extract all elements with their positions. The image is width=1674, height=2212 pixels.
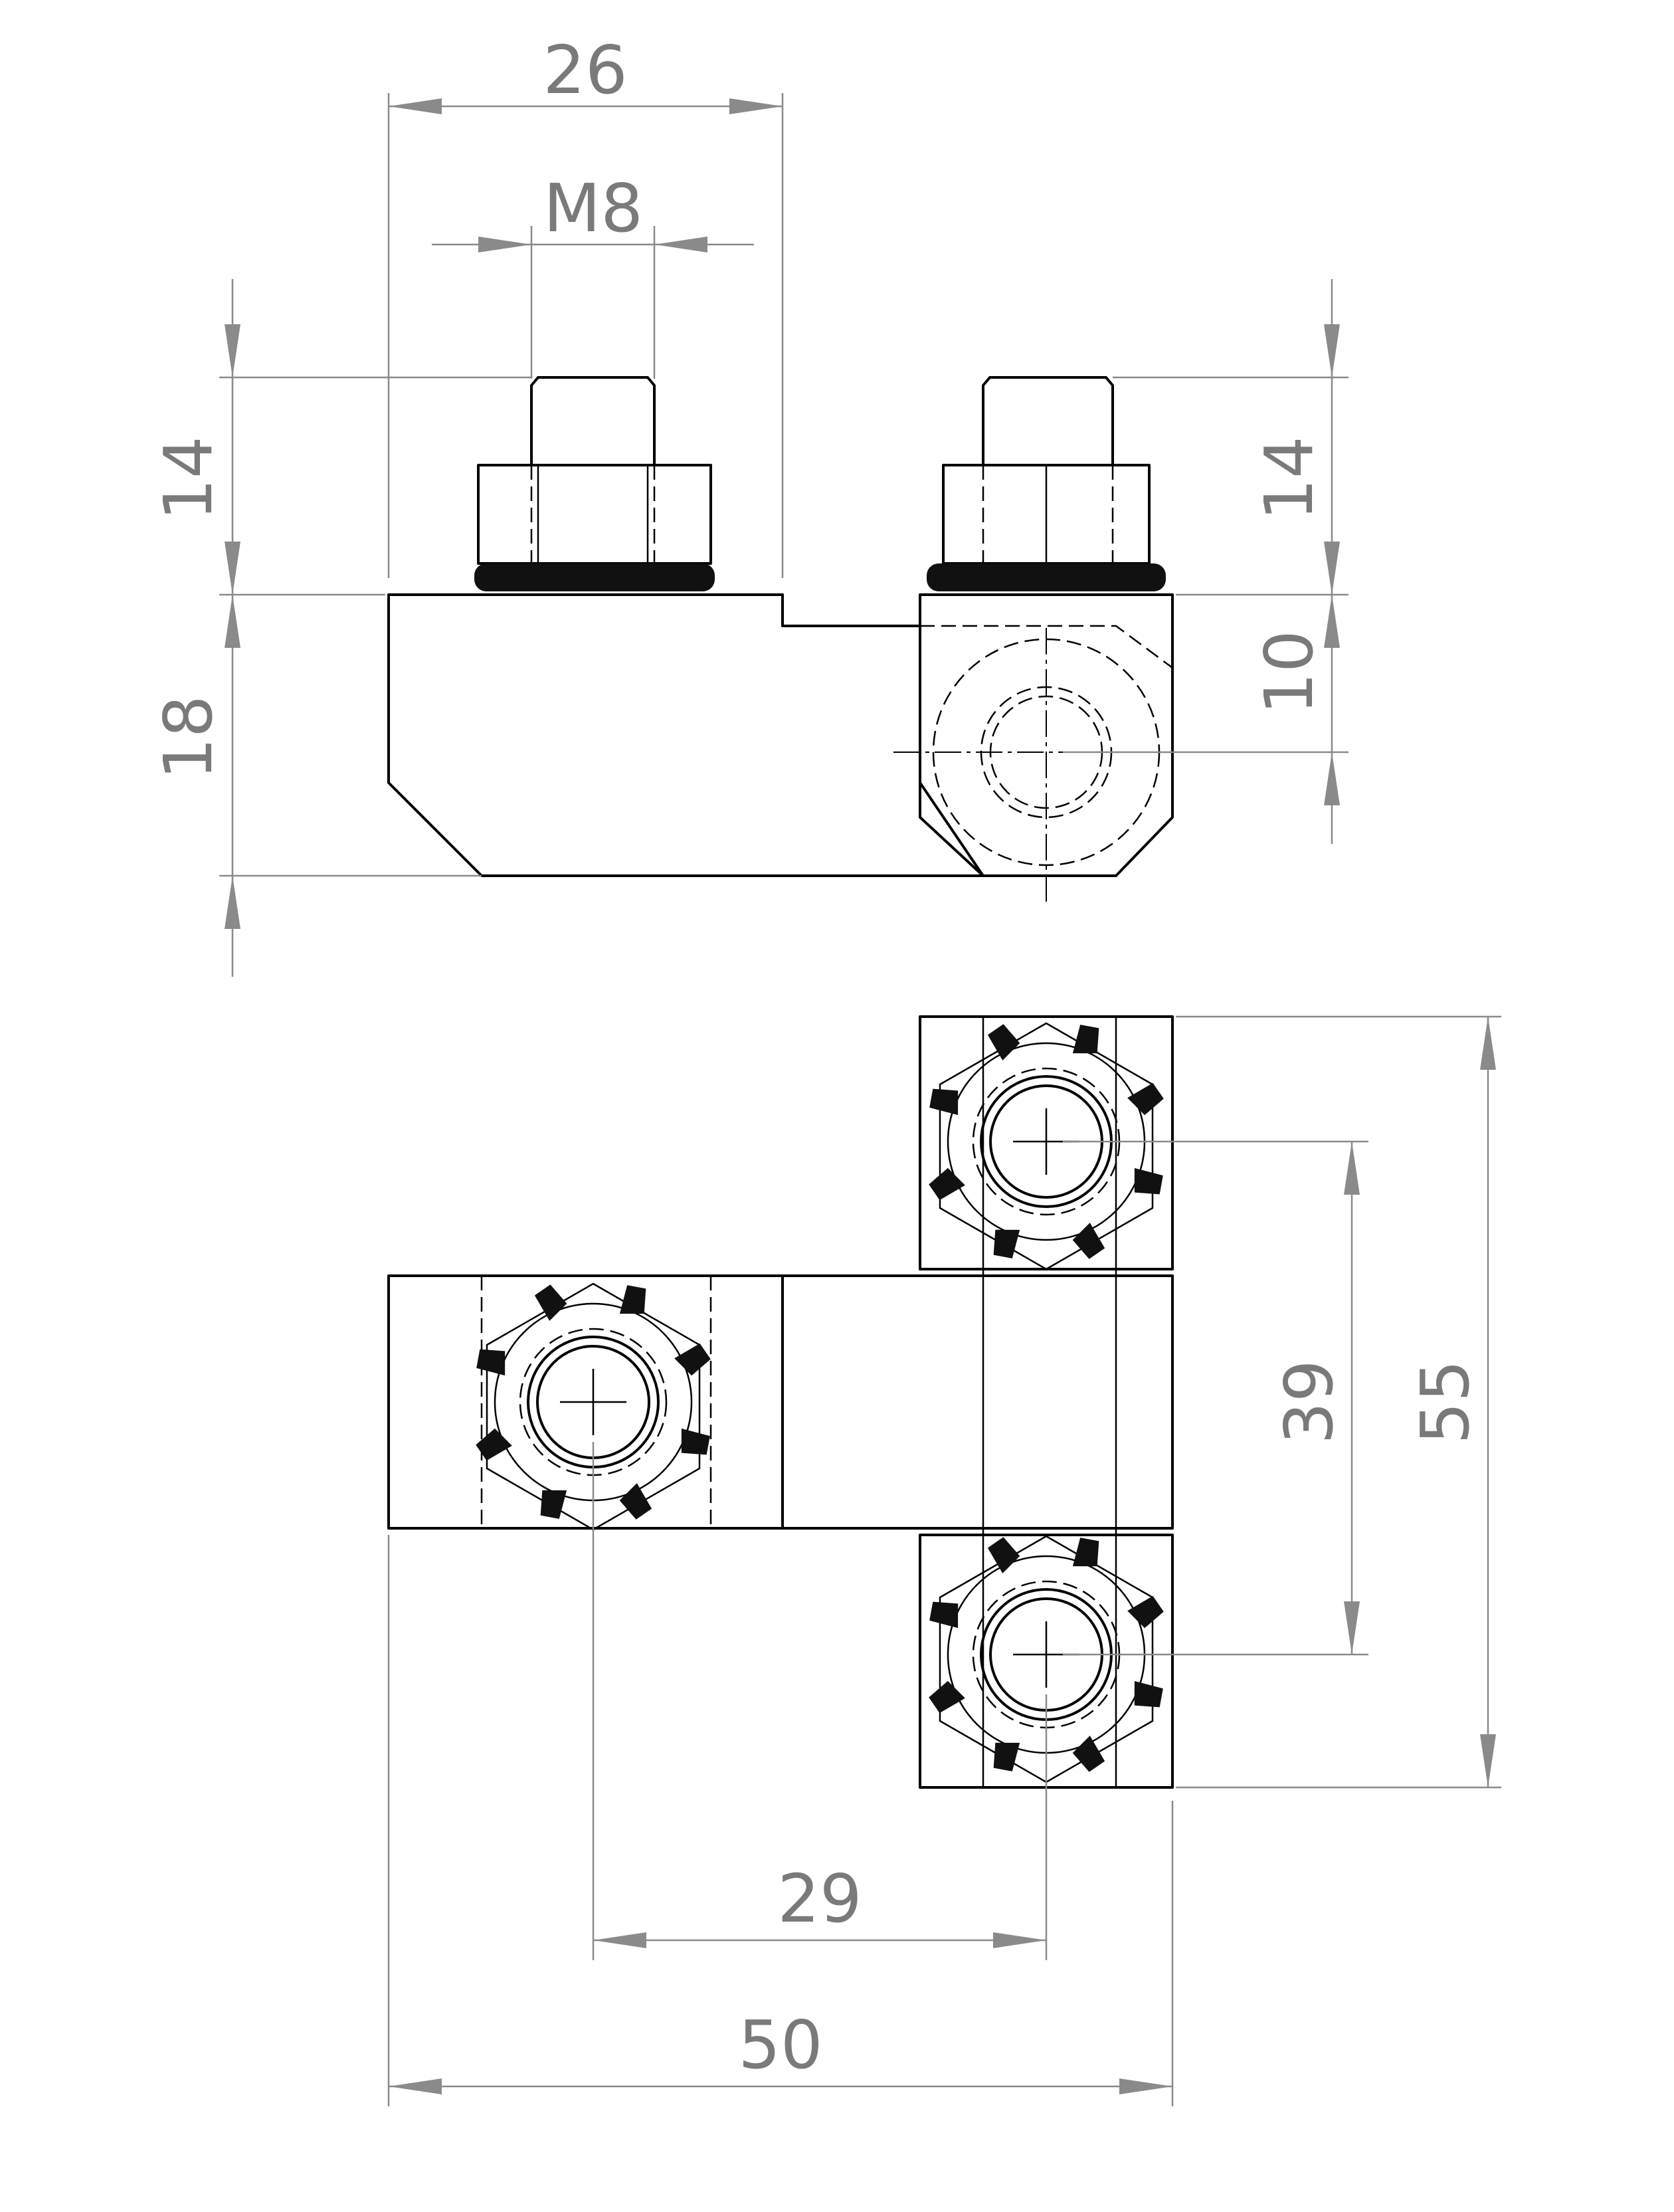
- dim-26: 26: [543, 31, 627, 109]
- front-right-block: [919, 593, 1174, 877]
- front-left-nut: [477, 464, 712, 565]
- front-right-stud: [982, 376, 1114, 465]
- front-left-washer: [474, 563, 715, 591]
- washer-tooth: [476, 1428, 512, 1461]
- washer-tooth: [1127, 1082, 1164, 1116]
- washer-tooth: [929, 1167, 965, 1201]
- dim-14-right: 14: [1250, 436, 1328, 520]
- dim-10: 10: [1250, 630, 1328, 714]
- washer-tooth: [619, 1483, 652, 1520]
- washer-tooth: [619, 1285, 646, 1314]
- front-right-washer: [927, 563, 1166, 591]
- front-right-hidden-edge: [920, 625, 1173, 669]
- washer-teeth: [476, 1024, 1164, 1772]
- washer-tooth: [1072, 1025, 1099, 1054]
- washer-tooth: [681, 1428, 710, 1455]
- front-view: [387, 376, 1174, 907]
- washer-tooth: [993, 1229, 1020, 1258]
- dim-50: 50: [738, 2006, 822, 2084]
- plan-long-bar: [387, 1274, 1174, 1530]
- washer-tooth: [1072, 1736, 1105, 1772]
- dim-m8: M8: [543, 169, 643, 247]
- front-left-stud: [530, 376, 656, 465]
- dim-18: 18: [149, 695, 227, 779]
- front-left-block: [387, 593, 984, 877]
- dimensions: 26 M8 14 18 14 10 39 55 29 50: [149, 31, 1501, 2106]
- washer-tooth: [987, 1537, 1020, 1573]
- washer-tooth: [1134, 1167, 1163, 1195]
- washer-tooth: [1072, 1223, 1105, 1259]
- washer-tooth: [929, 1088, 959, 1116]
- washer-tooth: [929, 1601, 959, 1629]
- plan-view: [387, 1015, 1174, 1789]
- washer-tooth: [929, 1680, 965, 1714]
- washer-tooth: [1072, 1538, 1099, 1567]
- washer-tooth: [534, 1284, 567, 1321]
- dim-29: 29: [777, 1860, 862, 1938]
- dim-55: 55: [1406, 1359, 1484, 1444]
- dim-39: 39: [1270, 1359, 1348, 1444]
- washer-tooth: [1134, 1680, 1163, 1708]
- plan-bolt-top: [939, 1022, 1154, 1270]
- washer-tooth: [1127, 1595, 1164, 1629]
- washer-tooth: [987, 1024, 1020, 1060]
- washer-tooth: [476, 1349, 506, 1376]
- washer-tooth: [993, 1742, 1020, 1771]
- washer-tooth: [674, 1343, 711, 1376]
- dim-14-left: 14: [149, 436, 227, 520]
- washer-tooth: [540, 1490, 567, 1519]
